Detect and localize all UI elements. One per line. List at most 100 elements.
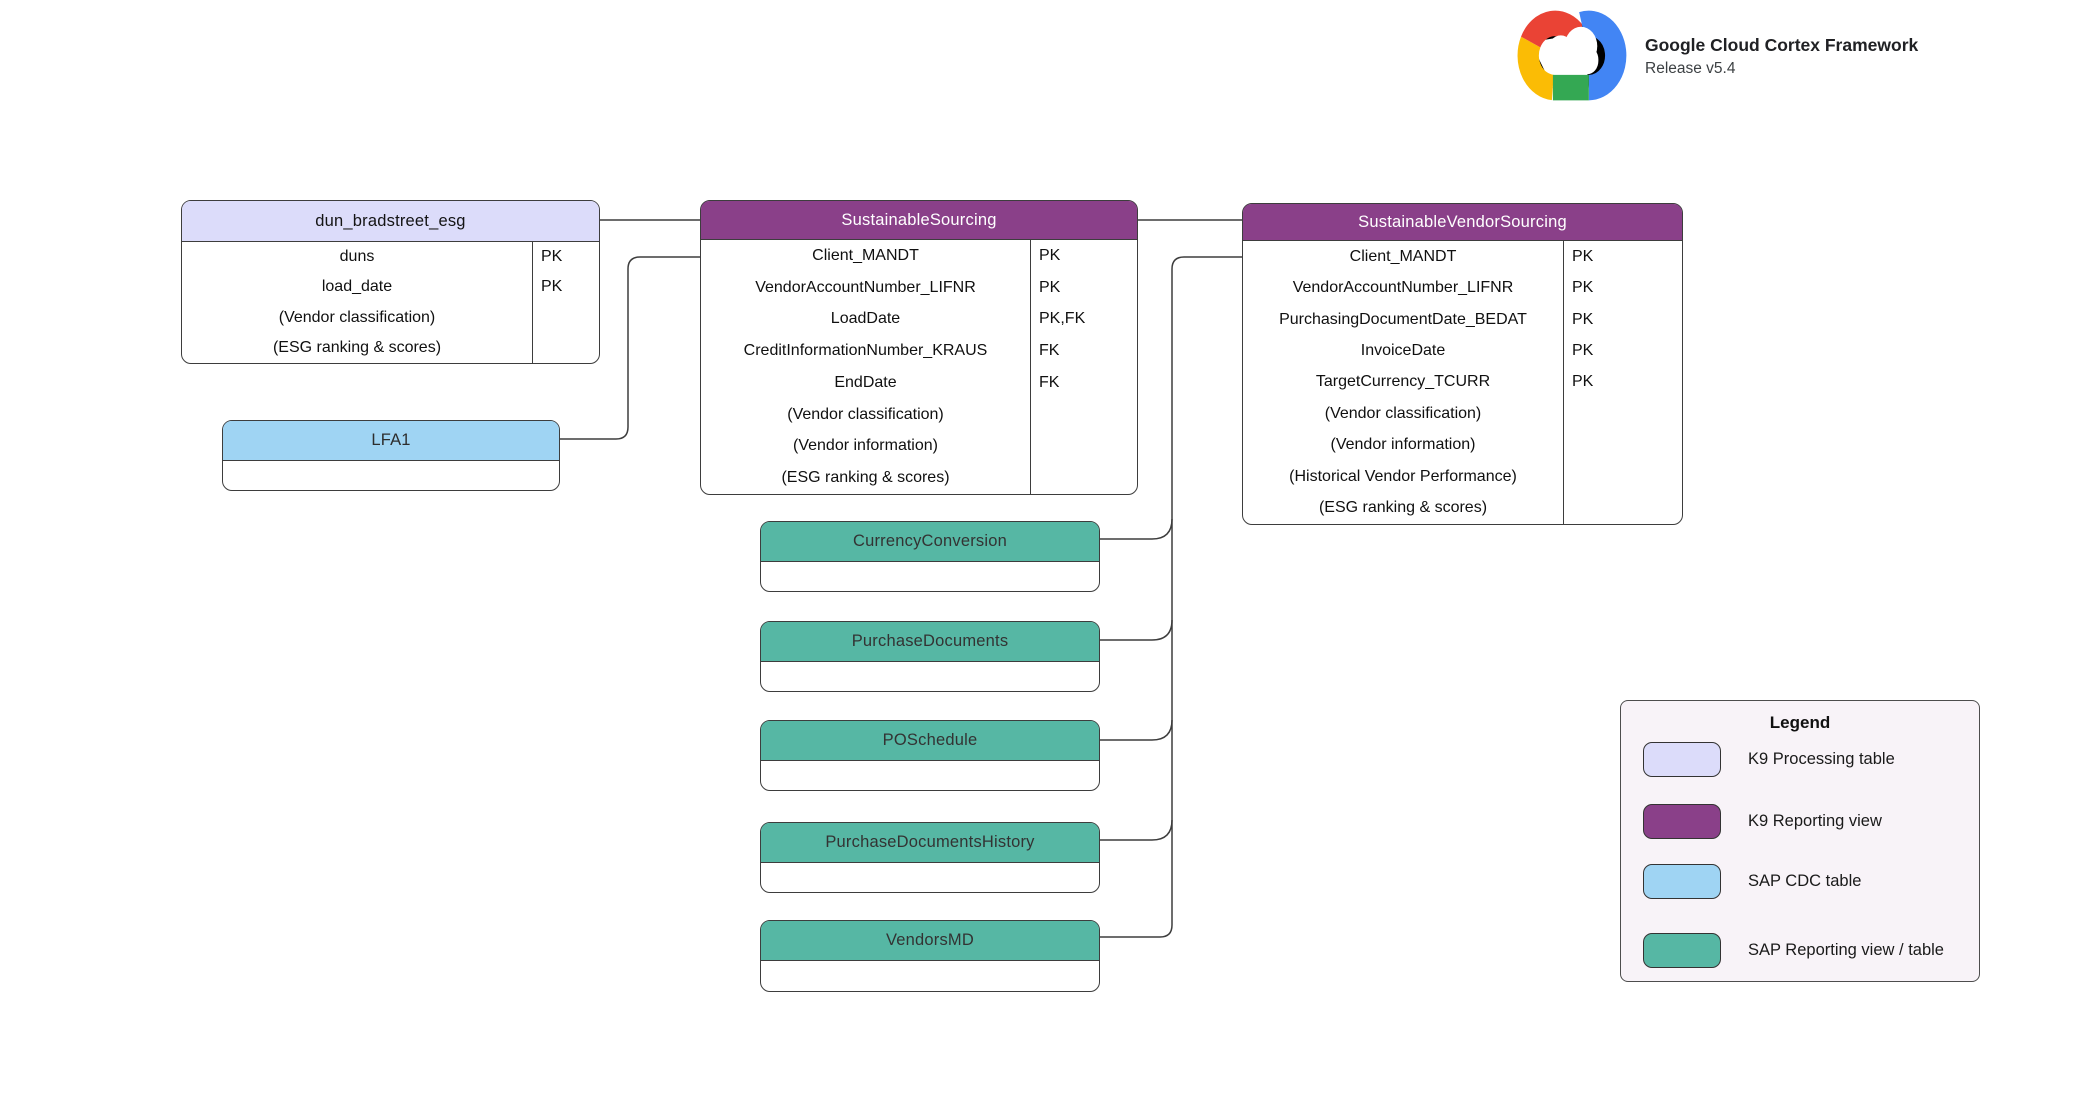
- key-type: PK: [1030, 271, 1137, 304]
- table-row: Client_MANDT PK: [701, 240, 1137, 272]
- empty-row: [761, 961, 1099, 991]
- connector-poschedule-to-bus: [1100, 719, 1173, 741]
- key-type: PK: [1563, 335, 1682, 367]
- key-type: FK: [1030, 335, 1137, 367]
- field-name: (Vendor classification): [787, 405, 944, 423]
- legend-label: SAP CDC table: [1748, 871, 1862, 890]
- table-row: LoadDate PK,FK: [701, 303, 1137, 336]
- google-cloud-logo: [1517, 10, 1627, 101]
- field-name: duns: [339, 248, 375, 266]
- table-row: VendorAccountNumber_LIFNR PK: [1243, 272, 1682, 304]
- empty-row: [761, 662, 1099, 691]
- field-name: (Vendor classification): [1324, 404, 1482, 422]
- key-type: [1030, 398, 1137, 431]
- table-title: CurrencyConversion: [761, 522, 1099, 562]
- key-type: PK: [1563, 303, 1682, 336]
- field-name: PurchasingDocumentDate_BEDAT: [1279, 310, 1527, 328]
- key-type: PK: [1030, 240, 1137, 272]
- legend-item: K9 Processing table: [1643, 741, 1895, 777]
- entity-dun-bradstreet-esg: dun_bradstreet_esg duns PK load_date PK …: [181, 200, 600, 364]
- entity-lfa1: LFA1: [222, 420, 560, 491]
- field-name: (Vendor classification): [278, 308, 436, 326]
- field-name: CreditInformationNumber_KRAUS: [743, 342, 988, 360]
- legend: Legend K9 Processing table K9 Reporting …: [1620, 700, 1980, 982]
- table-row: (Vendor classification): [1243, 398, 1682, 430]
- table-row: (ESG ranking & scores): [182, 332, 599, 363]
- table-title: dun_bradstreet_esg: [182, 201, 599, 242]
- table-title: PurchaseDocuments: [761, 622, 1099, 662]
- table-row: (Vendor classification): [701, 398, 1137, 431]
- connector-bus-vendorsmd-to-sustainablevendorsourcing: [1100, 256, 1242, 938]
- table-row: (Vendor information): [701, 430, 1137, 463]
- entity-sustainablesourcing: SustainableSourcing Client_MANDT PK Vend…: [700, 200, 1138, 495]
- key-type: [1030, 430, 1137, 463]
- field-name: load_date: [321, 278, 393, 296]
- legend-item: SAP Reporting view / table: [1643, 932, 1944, 968]
- legend-label: K9 Processing table: [1748, 749, 1895, 768]
- field-name: (ESG ranking & scores): [272, 338, 442, 356]
- empty-row: [761, 562, 1099, 591]
- key-type: [1563, 461, 1682, 493]
- legend-title: Legend: [1769, 713, 1831, 732]
- table-row: (ESG ranking & scores): [701, 462, 1137, 494]
- legend-swatch-k9-processing: [1643, 741, 1721, 777]
- entity-currencyconversion: CurrencyConversion: [760, 521, 1100, 592]
- empty-row: [761, 863, 1099, 892]
- key-type: PK: [1563, 272, 1682, 304]
- brand-title: Google Cloud Cortex Framework: [1645, 35, 1919, 55]
- key-type: PK: [1563, 366, 1682, 399]
- table-row: VendorAccountNumber_LIFNR PK: [701, 271, 1137, 304]
- legend-swatch-sap-cdc: [1643, 863, 1721, 899]
- empty-row: [761, 761, 1099, 790]
- entity-purchasedocuments: PurchaseDocuments: [760, 621, 1100, 692]
- table-row: EndDate FK: [701, 367, 1137, 399]
- table-title: PurchaseDocumentsHistory: [761, 823, 1099, 863]
- table-rows: duns PK load_date PK (Vendor classificat…: [182, 242, 599, 363]
- field-name: VendorAccountNumber_LIFNR: [1292, 279, 1514, 297]
- key-type: PK: [532, 272, 599, 303]
- connector-lfa1-to-sustainablesourcing: [560, 256, 700, 440]
- legend-swatch-sap-reporting: [1643, 932, 1721, 968]
- key-type: [532, 302, 599, 333]
- connector-purchasedocuments-to-bus: [1100, 619, 1173, 641]
- field-name: Client_MANDT: [1349, 247, 1457, 265]
- key-type: PK: [532, 242, 599, 273]
- table-row: (Vendor classification): [182, 302, 599, 333]
- table-row: (Vendor information): [1243, 429, 1682, 462]
- table-row: TargetCurrency_TCURR PK: [1243, 366, 1682, 399]
- table-row: (Historical Vendor Performance): [1243, 461, 1682, 493]
- key-type: [532, 332, 599, 363]
- field-name: TargetCurrency_TCURR: [1315, 373, 1491, 391]
- field-name: Client_MANDT: [812, 246, 919, 264]
- field-name: (ESG ranking & scores): [1318, 499, 1488, 517]
- entity-purchasedocumentshistory: PurchaseDocumentsHistory: [760, 822, 1100, 893]
- legend-label: K9 Reporting view: [1748, 811, 1882, 830]
- table-title: VendorsMD: [761, 921, 1099, 961]
- table-title: SustainableVendorSourcing: [1243, 204, 1682, 241]
- table-rows: Client_MANDT PK VendorAccountNumber_LIFN…: [1243, 241, 1682, 524]
- legend-label: SAP Reporting view / table: [1748, 940, 1944, 959]
- legend-item: SAP CDC table: [1643, 863, 1861, 899]
- table-title: POSchedule: [761, 721, 1099, 761]
- entity-vendorsmd: VendorsMD: [760, 920, 1100, 992]
- field-name: EndDate: [834, 373, 897, 391]
- table-title: LFA1: [223, 421, 559, 461]
- table-row: CreditInformationNumber_KRAUS FK: [701, 335, 1137, 367]
- key-type: PK: [1563, 241, 1682, 273]
- legend-swatch-k9-reporting: [1643, 803, 1721, 839]
- key-type: PK,FK: [1030, 303, 1137, 336]
- field-name: (Historical Vendor Performance): [1289, 467, 1517, 485]
- empty-row: [223, 461, 559, 490]
- field-name: LoadDate: [830, 310, 901, 328]
- table-title: SustainableSourcing: [701, 201, 1137, 240]
- connector-purchasedocumentshistory-to-bus: [1100, 819, 1173, 841]
- table-row: Client_MANDT PK: [1243, 241, 1682, 273]
- table-row: duns PK: [182, 242, 599, 273]
- table-row: load_date PK: [182, 272, 599, 303]
- field-name: (ESG ranking & scores): [781, 469, 950, 487]
- key-type: FK: [1030, 367, 1137, 399]
- key-type: [1563, 398, 1682, 430]
- field-name: InvoiceDate: [1360, 342, 1446, 360]
